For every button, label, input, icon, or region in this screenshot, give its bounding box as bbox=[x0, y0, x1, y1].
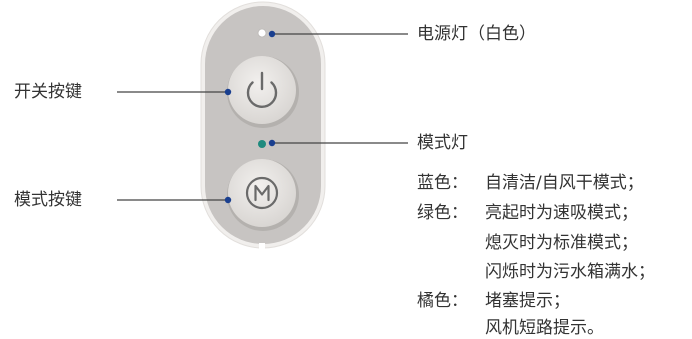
orange-state-line: 风机短路提示。 bbox=[485, 318, 604, 338]
mode-light-label: 模式灯 bbox=[417, 133, 468, 153]
leader-power-button bbox=[117, 88, 232, 96]
leader-mode-button bbox=[117, 196, 232, 204]
green-state-line: 亮起时为速吸模式； bbox=[485, 203, 638, 223]
mode-led bbox=[258, 140, 266, 148]
leader-power-light bbox=[268, 30, 408, 38]
power-led bbox=[257, 28, 267, 38]
power-icon bbox=[246, 71, 278, 108]
orange-state-line: 堵塞提示； bbox=[485, 291, 570, 311]
green-state-color-label: 绿色： bbox=[417, 203, 468, 223]
power-light-label: 电源灯（白色） bbox=[417, 24, 536, 44]
letter-m-icon bbox=[245, 176, 279, 210]
mode-button-label: 模式按键 bbox=[14, 190, 82, 210]
orange-state-color-label: 橘色： bbox=[417, 291, 468, 311]
green-state-line: 闪烁时为污水箱满水； bbox=[485, 262, 655, 282]
leader-mode-light bbox=[268, 139, 408, 147]
blue-state-line: 自清洁/自风干模式； bbox=[485, 173, 644, 193]
green-state-line: 熄灭时为标准模式； bbox=[485, 233, 638, 253]
panel-bottom-notch bbox=[259, 243, 265, 249]
blue-state-color-label: 蓝色： bbox=[417, 173, 468, 193]
power-button-label: 开关按键 bbox=[14, 82, 82, 102]
